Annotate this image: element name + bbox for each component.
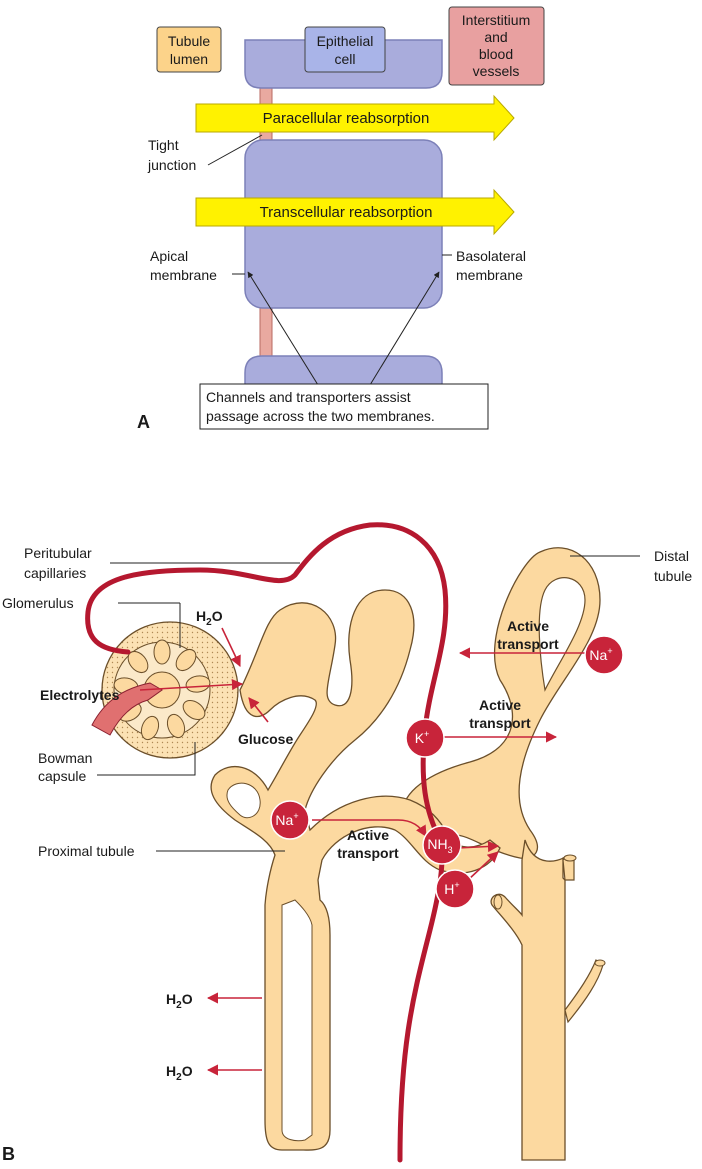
- duct-opening-1: [563, 854, 577, 862]
- ion-na-right: Na+: [584, 635, 624, 675]
- proximal-inner-channel: [281, 899, 313, 1142]
- nh3-arrow: [457, 840, 500, 853]
- panel-b: Peritubular capillaries Glomerulus Elect…: [2, 522, 692, 1164]
- epithelial-cell-line-1: Epithelial: [317, 33, 374, 49]
- active-transport-mid-2: transport: [469, 715, 531, 731]
- water-in-arrow: [221, 627, 241, 668]
- peritubular-capillary: [85, 522, 449, 1163]
- panel-a: Tubule lumen Epithelial cell Interstitiu…: [137, 6, 545, 432]
- svg-text:K+: K+: [415, 729, 430, 746]
- svg-text:NH3: NH3: [427, 836, 452, 855]
- ion-h: H+: [435, 869, 475, 909]
- tight-junction-line-1: Tight: [148, 137, 179, 153]
- electrolytes-arrow: [139, 679, 244, 691]
- svg-text:H+: H+: [444, 880, 459, 897]
- tight-junction-line-2: junction: [147, 157, 196, 173]
- interstitium-line-3: blood: [479, 46, 513, 62]
- glucose-label: Glucose: [238, 731, 293, 747]
- callout-arrow-basolateral: [369, 271, 440, 386]
- epithelial-cell-bottom: [244, 355, 443, 387]
- proximal-tubule-label: Proximal tubule: [38, 843, 135, 859]
- ion-k: K+: [405, 718, 445, 758]
- active-transport-top-2: transport: [497, 636, 559, 652]
- active-transport-mid-1: Active: [479, 697, 521, 713]
- bowman-line-2: capsule: [38, 768, 86, 784]
- svg-text:Na+: Na+: [275, 811, 298, 828]
- tubule-lumen-box: [156, 26, 222, 73]
- transcellular-label: Transcellular reabsorption: [260, 204, 433, 221]
- na-left-arrow: [312, 819, 427, 837]
- active-transport-top-1: Active: [507, 618, 549, 634]
- water-out-label-2: H2O: [166, 1063, 193, 1083]
- callout-arrow-apical: [247, 271, 319, 386]
- bowman-line-1: Bowman: [38, 750, 92, 766]
- svg-text:Na+: Na+: [589, 646, 612, 663]
- callout-line-2: passage across the two membranes.: [206, 408, 435, 424]
- proximal-loop-hole: [226, 782, 261, 819]
- epithelial-cell-box: [304, 26, 386, 73]
- active-transport-low-1: Active: [347, 827, 389, 843]
- h-arrow: [467, 851, 499, 881]
- interstitium-line-1: Interstitium: [462, 12, 530, 28]
- tubule-lumen-line-2: lumen: [170, 51, 208, 67]
- duct-opening-2: [493, 894, 503, 910]
- afferent-arteriole: [91, 682, 163, 736]
- electrolytes-label: Electrolytes: [40, 687, 120, 703]
- duct-opening-3: [594, 959, 606, 967]
- tight-junction-leader: [207, 134, 263, 166]
- tubule-lumen-line-1: Tubule: [168, 33, 211, 49]
- tight-junction-strip-lower: [259, 305, 273, 363]
- bowman-capsule: [91, 621, 239, 759]
- transcellular-arrow: [195, 188, 515, 236]
- callout-box: [199, 383, 489, 430]
- water-in-label: H2O: [196, 608, 223, 628]
- ion-nh3: NH3: [422, 825, 462, 865]
- apical-line-1: Apical: [150, 248, 188, 264]
- peritubular-line-1: Peritubular: [24, 545, 92, 561]
- distal-line-2: tubule: [654, 568, 692, 584]
- epithelial-cell-line-2: cell: [334, 51, 355, 67]
- callout-line-1: Channels and transporters assist: [206, 389, 411, 405]
- paracellular-label: Paracellular reabsorption: [263, 110, 430, 127]
- panel-b-label: B: [2, 1144, 15, 1164]
- distal-tubule-inner-hole: [538, 577, 586, 692]
- collecting-duct-branch: [564, 959, 604, 1024]
- interstitium-line-4: vessels: [473, 63, 520, 79]
- peritubular-line-2: capillaries: [24, 565, 86, 581]
- active-transport-low-2: transport: [337, 845, 399, 861]
- collecting-duct: [490, 839, 566, 1161]
- basolateral-line-1: Basolateral: [456, 248, 526, 264]
- basolateral-line-2: membrane: [456, 267, 523, 283]
- glucose-arrow: [248, 697, 269, 723]
- interstitium-box: [448, 6, 545, 86]
- paracellular-arrow: [195, 94, 515, 142]
- panel-a-label: A: [137, 412, 150, 432]
- interstitium-line-2: and: [484, 29, 507, 45]
- proximal-tubule: [210, 589, 501, 1151]
- glomerulus-label: Glomerulus: [2, 595, 74, 611]
- distal-tubule: [401, 547, 606, 1161]
- ion-na-left: Na+: [270, 800, 310, 840]
- apical-line-2: membrane: [150, 267, 217, 283]
- bowman-leader: [97, 742, 196, 776]
- distal-line-1: Distal: [654, 548, 689, 564]
- water-out-label-1: H2O: [166, 991, 193, 1011]
